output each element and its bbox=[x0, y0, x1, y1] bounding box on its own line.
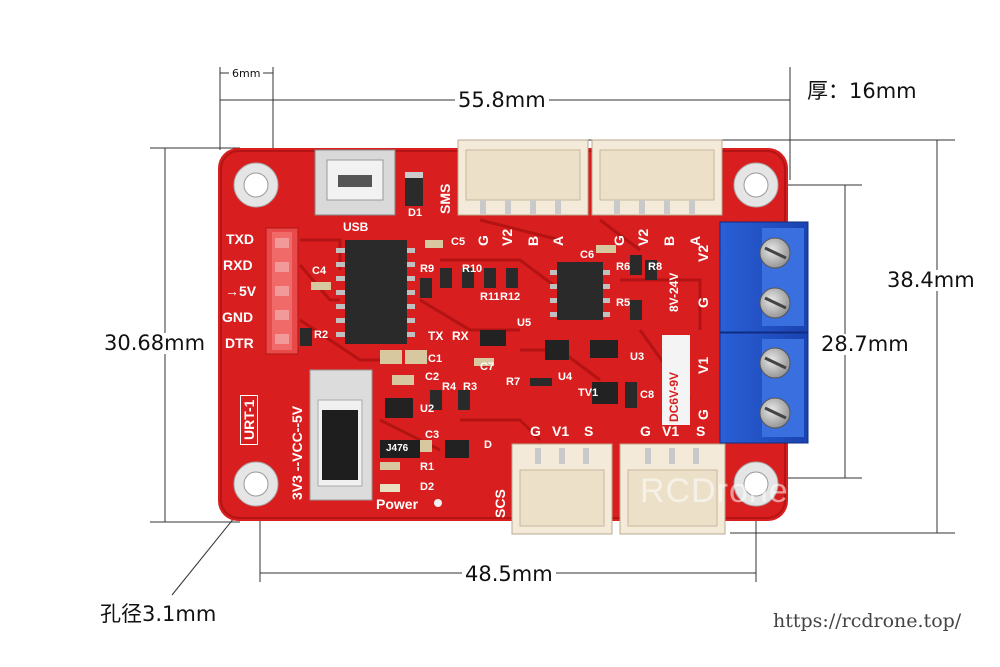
sms-label: SMS bbox=[437, 183, 453, 214]
ic-main bbox=[336, 240, 415, 344]
voltage-v1-box bbox=[662, 335, 690, 425]
dim-height-left: 30.68mm bbox=[101, 333, 209, 354]
comp-c2: C2 bbox=[425, 371, 440, 383]
slide-switch bbox=[309, 369, 373, 501]
transistors bbox=[385, 330, 618, 458]
rx-label: RX bbox=[452, 329, 469, 343]
comp-r3: R3 bbox=[463, 381, 478, 393]
comp-u5: U5 bbox=[517, 317, 532, 329]
model-label: URT-1 bbox=[240, 394, 258, 445]
tx-label: TX bbox=[428, 329, 444, 343]
header-bl-s: S bbox=[584, 423, 594, 439]
header-bottom-left bbox=[511, 443, 613, 535]
dim-hole-diameter: 孔径3.1mm bbox=[97, 604, 220, 625]
resistor-marking: J476 bbox=[386, 443, 409, 454]
voltage-v1-label: DC6V-9V bbox=[667, 371, 681, 422]
header-tr-b: B bbox=[661, 235, 677, 246]
resistor-j476 bbox=[380, 440, 420, 458]
source-url: https://rcdrone.top/ bbox=[773, 610, 962, 632]
comp-r11: R11 bbox=[480, 291, 500, 303]
usb-label: USB bbox=[343, 220, 369, 234]
switch-label: 3V3 --VCC--5V bbox=[289, 405, 305, 500]
header-top-right bbox=[591, 139, 723, 216]
terminal-label-g-top: G bbox=[695, 297, 711, 308]
comp-r2: R2 bbox=[314, 329, 329, 341]
comp-c1: C1 bbox=[428, 353, 443, 365]
usb-connector bbox=[314, 149, 396, 216]
diode-d1 bbox=[405, 172, 423, 206]
comp-r5: R5 bbox=[616, 297, 631, 309]
comp-d: D bbox=[484, 439, 492, 451]
comp-r8: R8 bbox=[648, 261, 663, 273]
comp-u2: U2 bbox=[420, 403, 435, 415]
comp-c6: C6 bbox=[580, 249, 595, 261]
header-br-v1: V1 bbox=[662, 423, 680, 439]
header-tl-a: A bbox=[550, 235, 566, 246]
dim-height-right: 38.4mm bbox=[884, 270, 978, 291]
header-bl-v1: V1 bbox=[552, 423, 570, 439]
comp-u4: U4 bbox=[558, 371, 573, 383]
terminal-label-v2: V2 bbox=[695, 244, 711, 262]
comp-r7: R7 bbox=[506, 376, 521, 388]
comp-r12: R12 bbox=[500, 291, 521, 303]
passive-components bbox=[300, 240, 657, 492]
pin-label-gnd: GND bbox=[222, 309, 254, 325]
comp-d2: D2 bbox=[420, 481, 435, 493]
header-tl-b: B bbox=[525, 235, 541, 246]
power-led bbox=[434, 499, 442, 507]
header-br-s: S bbox=[696, 423, 706, 439]
header-bottom-right bbox=[619, 443, 726, 535]
dim-hole-spacing: 48.5mm bbox=[462, 564, 556, 585]
comp-c8: C8 bbox=[640, 389, 655, 401]
dim-terminal-span: 28.7mm bbox=[818, 334, 912, 355]
comp-d1: D1 bbox=[408, 207, 423, 219]
power-label: Power bbox=[376, 496, 419, 512]
comp-r4: R4 bbox=[442, 381, 457, 393]
header-bl-g: G bbox=[530, 423, 541, 439]
header-tl-g: G bbox=[475, 235, 491, 246]
pin-label-dtr: DTR bbox=[225, 335, 254, 351]
comp-tv1: TV1 bbox=[578, 387, 599, 399]
terminal-label-g-bottom: G bbox=[695, 409, 711, 420]
header-tr-v2: V2 bbox=[635, 228, 651, 246]
comp-c7: C7 bbox=[480, 361, 495, 373]
header-br-g: G bbox=[640, 423, 651, 439]
comp-r1: R1 bbox=[420, 461, 435, 473]
screw-terminal-v2 bbox=[719, 221, 809, 333]
ic-secondary bbox=[550, 262, 610, 320]
header-top-left bbox=[457, 139, 589, 216]
scs-label: SCS bbox=[492, 489, 508, 518]
pin-label-rxd: RXD bbox=[223, 257, 253, 273]
comp-c4: C4 bbox=[312, 265, 327, 277]
screw-terminal-v1 bbox=[719, 332, 809, 444]
terminal-label-v1: V1 bbox=[695, 356, 711, 374]
comp-c5: C5 bbox=[451, 236, 466, 248]
header-tl-v2: V2 bbox=[499, 228, 515, 246]
mounting-holes bbox=[233, 162, 779, 507]
comp-r10: R10 bbox=[462, 263, 483, 275]
comp-r9: R9 bbox=[420, 263, 435, 275]
pin-header-left bbox=[265, 227, 299, 355]
comp-u3: U3 bbox=[630, 351, 645, 363]
watermark: RCDrone bbox=[640, 472, 789, 510]
dim-thickness: 厚：16mm bbox=[804, 81, 920, 102]
dim-width-top: 55.8mm bbox=[455, 90, 549, 111]
dim-offset-top: 6mm bbox=[229, 68, 264, 79]
pin-label-txd: TXD bbox=[226, 231, 254, 247]
voltage-v2-label: 8V-24V bbox=[667, 272, 681, 312]
comp-c3: C3 bbox=[425, 429, 440, 441]
pin-label-5v: →5V bbox=[225, 283, 257, 299]
comp-r6: R6 bbox=[616, 261, 631, 273]
header-tr-g: G bbox=[611, 235, 627, 246]
